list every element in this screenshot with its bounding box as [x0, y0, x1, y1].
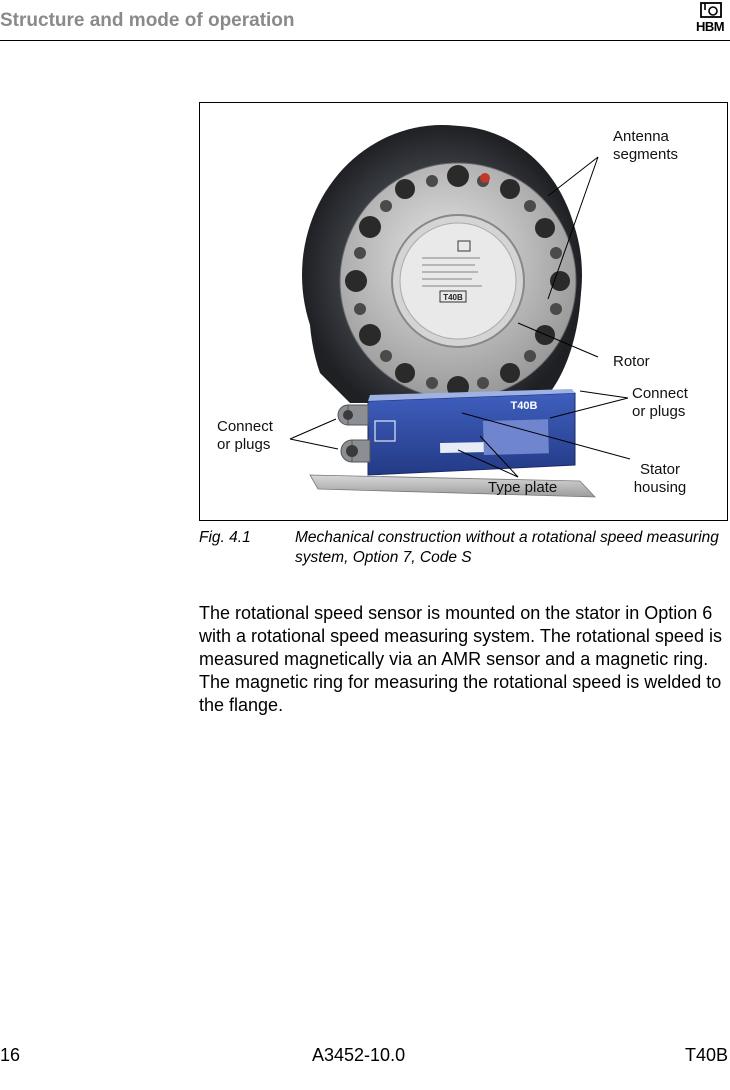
svg-text:T40B: T40B: [443, 293, 463, 302]
callout-rotor: Rotor: [613, 353, 650, 370]
logo-text: HBM: [695, 19, 725, 34]
hbm-logo-icon: [700, 2, 722, 18]
hbm-logo: HBM: [692, 2, 728, 36]
product-name: T40B: [684, 1045, 728, 1065]
callout-line: or plugs: [217, 436, 271, 453]
body-paragraph: The rotational speed sensor is mounted o…: [199, 603, 722, 715]
callout-line: segments: [613, 146, 679, 163]
torque-transducer-illustration: T40B T40B: [289, 125, 631, 498]
header-rule: [0, 40, 730, 41]
section-title: Structure and mode of operation: [0, 10, 295, 31]
callout-line: Antenna: [613, 128, 669, 145]
callout-connector-plugs-right: Connect or plugs: [632, 385, 688, 421]
svg-text:T40B: T40B: [511, 400, 538, 412]
figure-caption-text: Mechanical construction without a rotati…: [295, 529, 719, 566]
document-id: A3452-10.0: [312, 1045, 406, 1065]
callout-connector-plugs-left: Connect or plugs: [217, 418, 273, 454]
page-number: 16: [0, 1045, 21, 1065]
callout-line: Connect: [217, 418, 273, 435]
callout-antenna-segments: Antenna segments: [613, 128, 678, 164]
callout-line: Stator: [639, 461, 681, 478]
callout-line: or plugs: [632, 403, 686, 420]
callout-line: Connect: [632, 385, 688, 402]
figure-caption-number: Fig. 4.1: [199, 529, 251, 546]
figure-frame: T40B T40B Ante: [199, 102, 728, 521]
callout-stator-housing: Stator housing: [628, 461, 692, 497]
callout-type-plate: Type plate: [488, 479, 558, 496]
callout-line: housing: [633, 479, 687, 496]
